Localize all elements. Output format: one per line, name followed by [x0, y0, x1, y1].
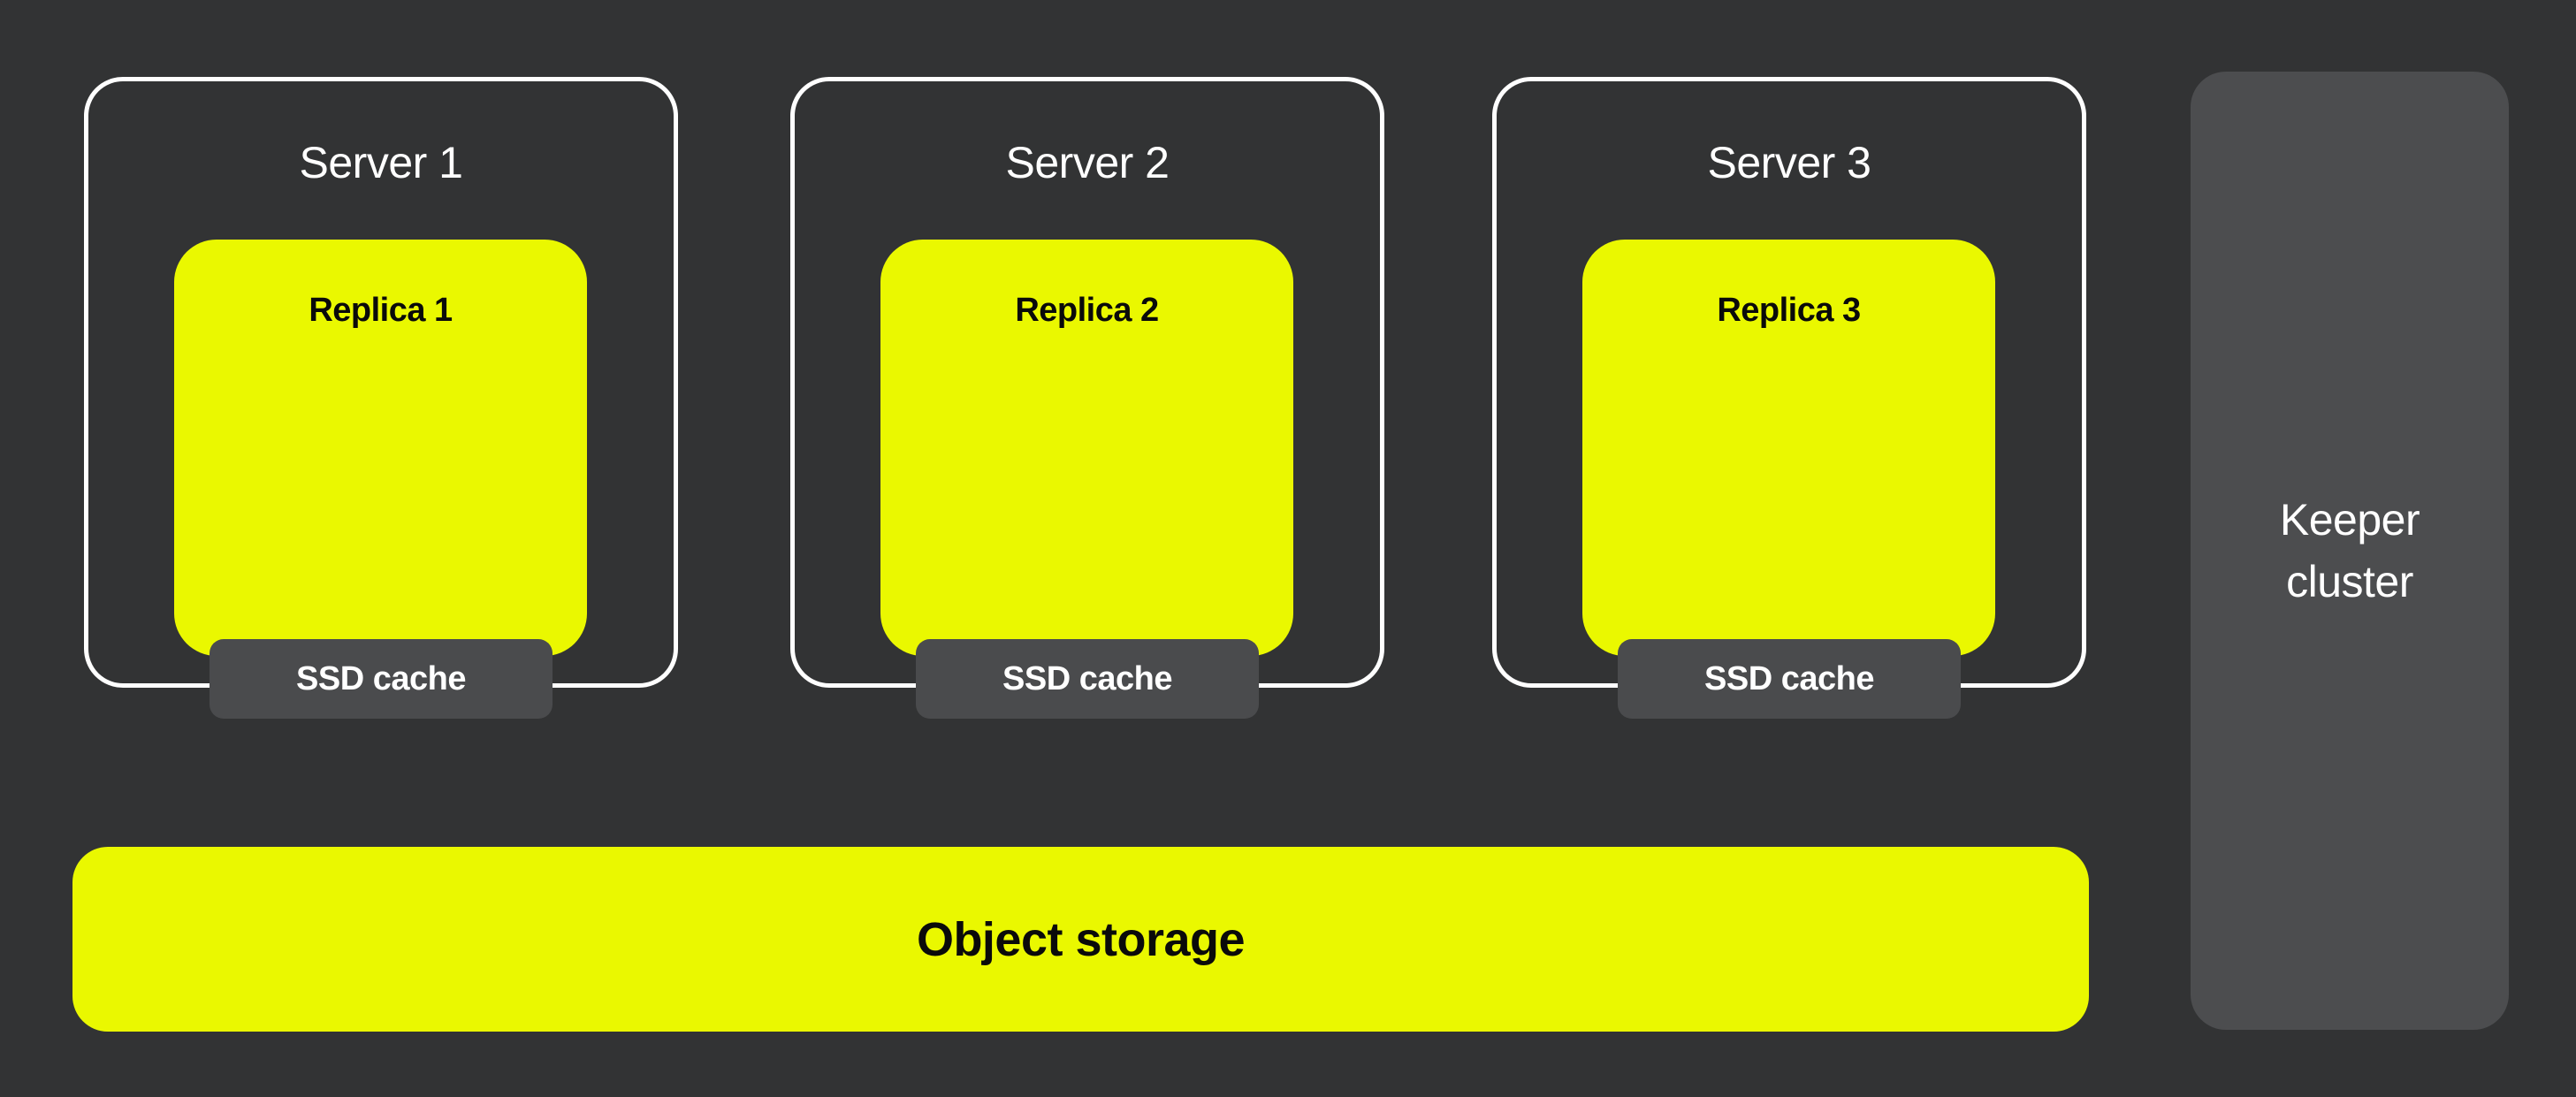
- ssd-cache-badge: SSD cache: [1618, 639, 1961, 719]
- server-title: Server 2: [1005, 138, 1170, 187]
- ssd-cache-badge: SSD cache: [210, 639, 553, 719]
- ssd-cache-label: SSD cache: [1704, 659, 1874, 697]
- ssd-cache-label: SSD cache: [296, 659, 466, 697]
- replica-label: Replica 1: [309, 292, 453, 329]
- replica-label: Replica 3: [1717, 292, 1861, 329]
- replica-box: Replica 3: [1582, 240, 1995, 656]
- server-box-2: Server 2 Replica 2 SSD cache: [790, 77, 1384, 719]
- server-box-1: Server 1 Replica 1 SSD cache: [84, 77, 678, 719]
- keeper-cluster-label: Keeper cluster: [2279, 495, 2420, 606]
- server-box-3: Server 3 Replica 3 SSD cache: [1492, 77, 2086, 719]
- keeper-cluster-box: Keeper cluster: [2191, 72, 2509, 1030]
- object-storage-label: Object storage: [916, 912, 1246, 966]
- replica-label: Replica 2: [1015, 292, 1159, 329]
- ssd-cache-badge: SSD cache: [916, 639, 1259, 719]
- server-title: Server 1: [299, 138, 463, 187]
- server-title: Server 3: [1707, 138, 1871, 187]
- replica-box: Replica 2: [880, 240, 1293, 656]
- object-storage-box: Object storage: [72, 847, 2089, 1032]
- replica-box: Replica 1: [174, 240, 587, 656]
- ssd-cache-label: SSD cache: [1002, 659, 1172, 697]
